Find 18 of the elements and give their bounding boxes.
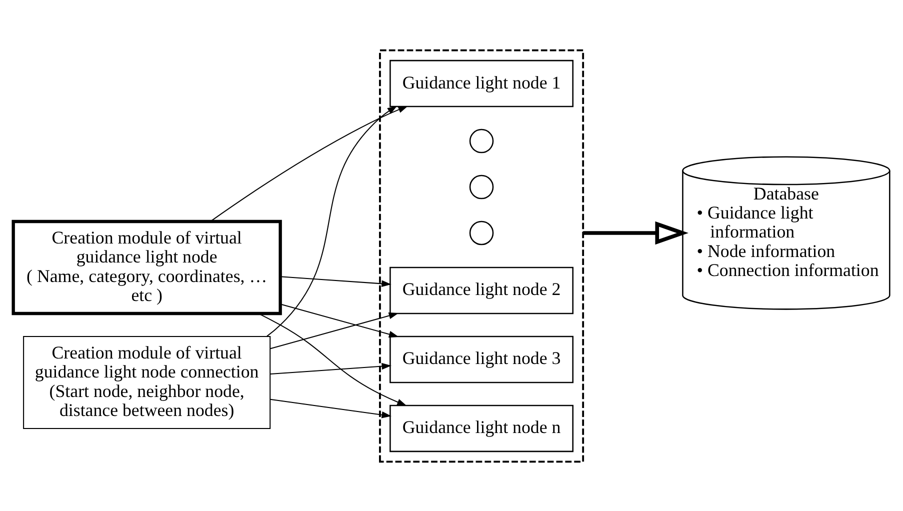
arrow <box>280 276 392 287</box>
node-circle <box>469 220 494 245</box>
node-box: Guidance light node 3 <box>390 335 574 383</box>
arrow <box>258 312 407 406</box>
node-box: Creation module of virtual guidance light node connection (Start node, neighbor node, distance between nodes) <box>23 335 271 428</box>
node-box: Guidance light node n <box>390 404 574 452</box>
node-box: Creation module of virtual guidance light node ( Name, category, coordinates, … etc ) <box>12 219 282 315</box>
node-circle <box>469 174 494 199</box>
node-box: Guidance light node 2 <box>390 266 574 314</box>
arrow <box>270 398 392 418</box>
arrow <box>210 106 408 222</box>
node-box: Guidance light node 1 <box>390 59 574 107</box>
arrow <box>266 105 398 336</box>
arrow <box>280 303 399 338</box>
arrow <box>583 220 688 244</box>
arrow <box>270 312 399 349</box>
node-circle <box>469 128 494 153</box>
arrow <box>270 362 392 374</box>
